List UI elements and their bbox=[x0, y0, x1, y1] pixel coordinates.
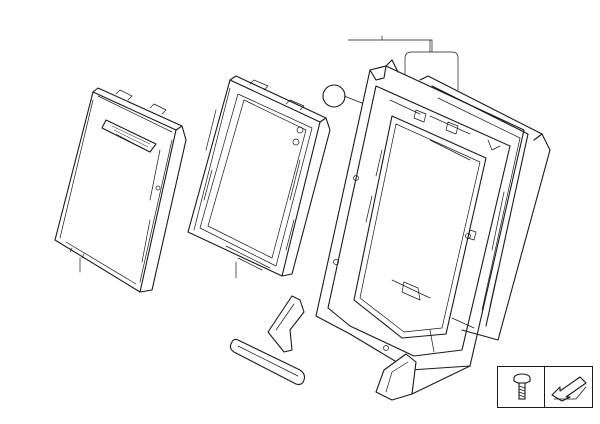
seat-back-pad bbox=[187, 75, 331, 277]
callout-marker bbox=[322, 84, 346, 108]
screw-icon bbox=[513, 373, 531, 400]
legend-box bbox=[497, 366, 593, 408]
foam-strip bbox=[229, 338, 306, 386]
leader-lines bbox=[79, 35, 459, 279]
arrow-icon bbox=[551, 376, 587, 402]
backrest-frame bbox=[267, 59, 525, 401]
seat-back-cover bbox=[54, 87, 187, 293]
legend-divider bbox=[544, 367, 545, 407]
frame-trim-panel bbox=[419, 75, 551, 341]
